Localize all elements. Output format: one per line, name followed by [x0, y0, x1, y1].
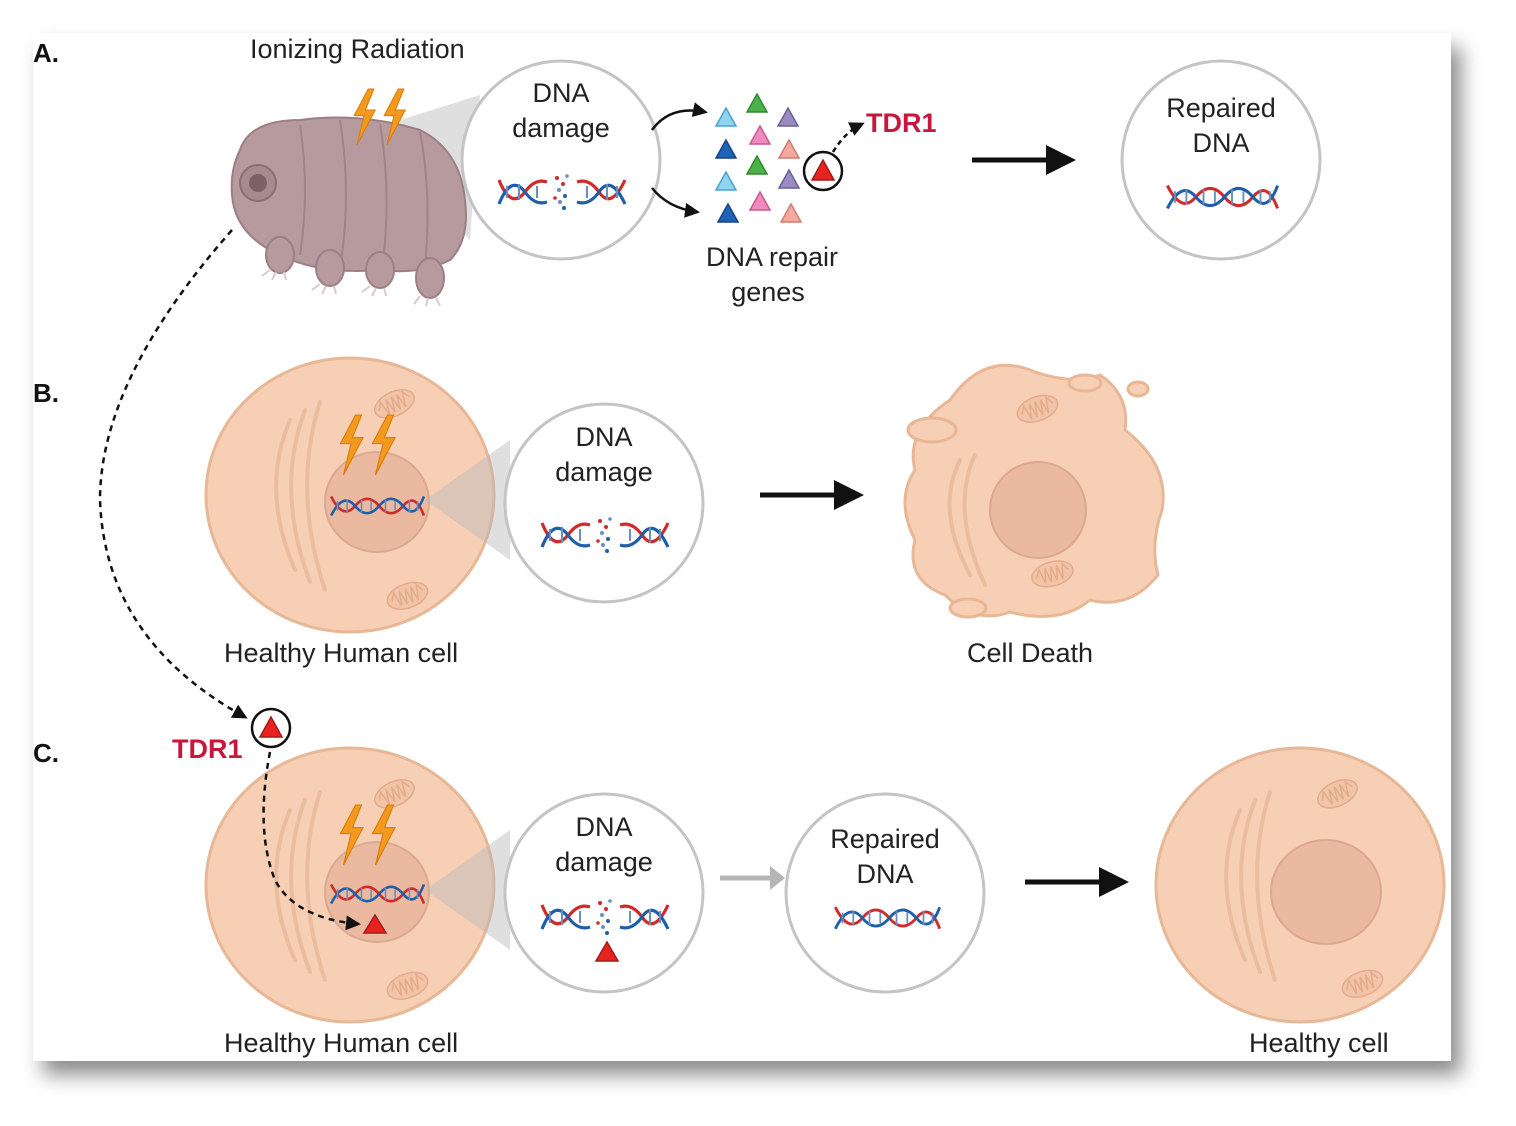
dna-damage-label-a-2: damage — [512, 113, 610, 143]
transfer-arrow-dashed — [98, 229, 248, 719]
protein-triangle-in-circle-c — [594, 940, 620, 962]
repaired-label-a-1: Repaired — [1166, 93, 1276, 123]
arrow-head-repaired-c — [770, 866, 785, 890]
panel-b-label: B. — [33, 378, 59, 408]
dna-damage-label-b-2: damage — [555, 457, 653, 487]
arrow-to-tdr1-a — [831, 122, 865, 153]
dna-damage-label-a-1: DNA — [532, 78, 589, 108]
zoom-cone-c — [425, 830, 510, 950]
dna-damage-circle-b — [503, 402, 705, 604]
dna-repair-genes-cluster — [714, 92, 803, 223]
healthy-human-cell-label-b: Healthy Human cell — [224, 638, 458, 668]
tdr1-entry-arrow — [262, 751, 361, 931]
healthy-human-cell-label-c: Healthy Human cell — [224, 1028, 458, 1058]
dying-cell — [903, 363, 1165, 619]
zoom-cone-b — [425, 440, 510, 560]
dna-damage-label-c-2: damage — [555, 847, 653, 877]
repaired-label-c-2: DNA — [856, 859, 913, 889]
healthy-cell — [1154, 746, 1446, 1024]
panel-c-label: C. — [33, 738, 59, 768]
dna-repair-genes-label-2: genes — [731, 277, 805, 307]
tdr1-label-a: TDR1 — [866, 108, 937, 138]
repaired-label-a-2: DNA — [1192, 128, 1249, 158]
tardigrade-icon — [230, 116, 467, 307]
repaired-label-c-1: Repaired — [830, 824, 940, 854]
ionizing-radiation-label: Ionizing Radiation — [250, 34, 465, 64]
protein-triangle-icon-c — [250, 707, 292, 749]
dna-damage-label-b-1: DNA — [575, 422, 632, 452]
healthy-cell-label: Healthy cell — [1249, 1028, 1389, 1058]
healthy-human-cell-b — [204, 356, 496, 634]
panel-a-label: A. — [33, 38, 59, 68]
repaired-dna-circle-a — [1120, 59, 1322, 261]
arrow-to-genes-top — [650, 102, 708, 131]
dna-damage-circle-a — [460, 59, 662, 261]
healthy-human-cell-c — [204, 746, 496, 1024]
tdr1-label-c: TDR1 — [172, 734, 243, 764]
protein-triangle-icon — [802, 150, 844, 192]
cell-death-label: Cell Death — [967, 638, 1093, 668]
repaired-dna-circle-c — [784, 792, 986, 994]
dna-repair-genes-label-1: DNA repair — [706, 242, 838, 272]
dna-damage-circle-c — [503, 792, 705, 994]
dna-damage-label-c-1: DNA — [575, 812, 632, 842]
arrow-to-genes-bottom — [651, 187, 700, 218]
